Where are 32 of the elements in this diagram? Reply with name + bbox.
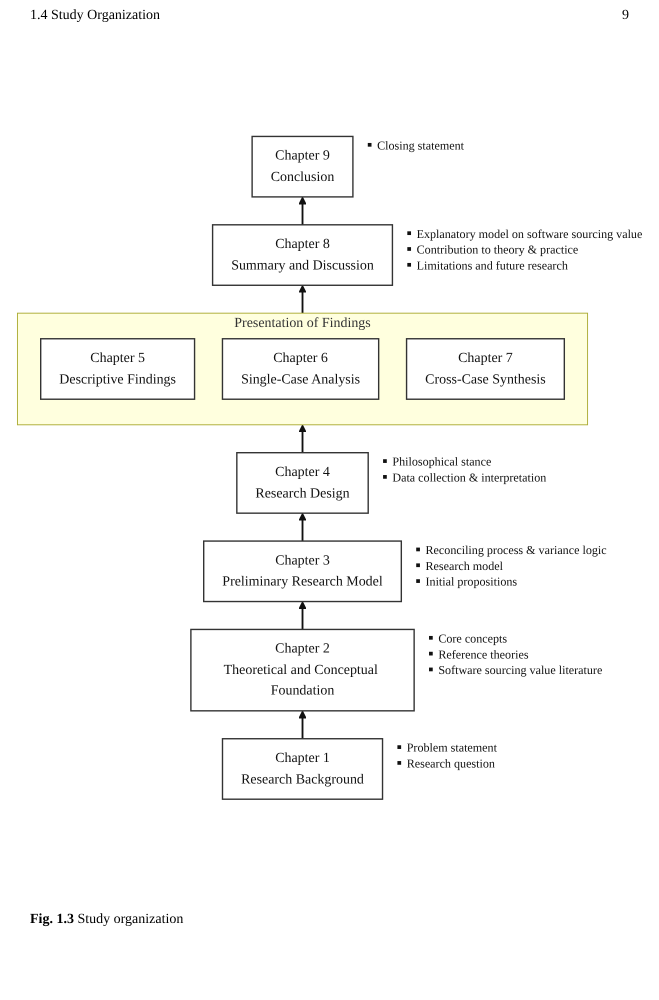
bullet-point: Closing statement xyxy=(376,138,464,153)
bullet-point: Reconciling process & variance logic xyxy=(425,543,606,558)
bullet-point: Software sourcing value literature xyxy=(438,663,602,678)
bullet-point: Data collection & interpretation xyxy=(392,470,546,485)
bullet-point: Problem statement xyxy=(406,740,496,755)
bullet-point: Explanatory model on software sourcing value xyxy=(416,227,642,241)
bullet-point: Initial propositions xyxy=(425,574,517,589)
running-header: 1.4 Study Organization xyxy=(30,8,160,24)
arrow xyxy=(298,196,306,225)
node-box: Chapter 4 Research Design xyxy=(236,452,368,514)
node-box: Chapter 5 Descriptive Findings xyxy=(40,338,195,400)
bullet-point: Contribution to theory & practice xyxy=(416,242,578,257)
bullet-point: Reference theories xyxy=(438,647,528,662)
arrow xyxy=(298,601,306,630)
bullet-point: Core concepts xyxy=(438,632,507,646)
node-box: Chapter 9 Conclusion xyxy=(250,136,354,198)
page-number: 9 xyxy=(622,8,629,24)
node-box: Chapter 1 Research Background xyxy=(221,738,383,800)
node-box: Chapter 7 Cross-Case Synthesis xyxy=(405,338,565,400)
bullet-point: Research question xyxy=(406,756,494,771)
bullet-point: Philosophical stance xyxy=(392,454,491,469)
bullet-point: Research model xyxy=(425,559,502,574)
arrow xyxy=(298,710,306,739)
arrow xyxy=(298,424,306,453)
arrow xyxy=(298,512,306,542)
node-box: Chapter 6 Single-Case Analysis xyxy=(221,338,379,400)
node-box: Chapter 3 Preliminary Research Model xyxy=(202,540,402,602)
figure-caption: Fig. 1.3 Study organization xyxy=(30,912,184,927)
bullet-point: Limitations and future research xyxy=(416,258,568,273)
node-box: Chapter 8 Summary and Discussion xyxy=(211,224,393,286)
arrow xyxy=(298,285,306,314)
node-box: Chapter 2 Theoretical and Conceptual Foundation xyxy=(190,628,414,712)
